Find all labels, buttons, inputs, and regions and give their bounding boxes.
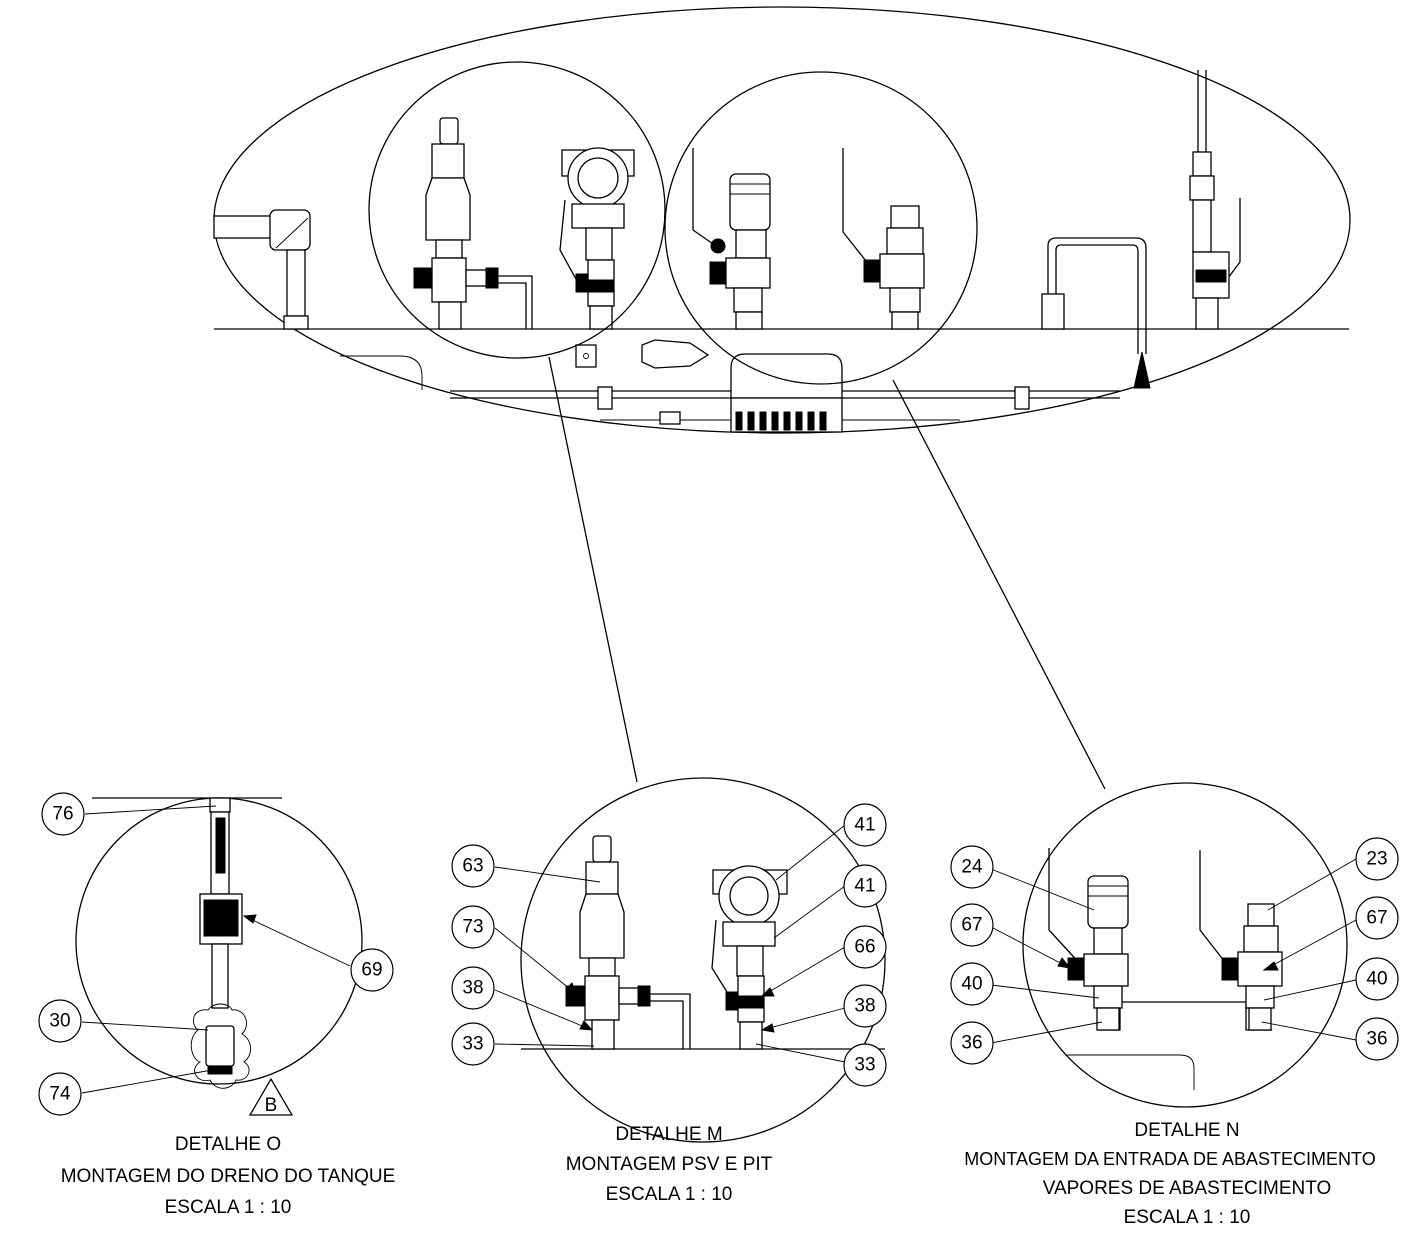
detail-o-subtitle: MONTAGEM DO DRENO DO TANQUE [61, 1166, 396, 1187]
revision-mark: B [265, 1095, 278, 1116]
detail-n-subtitle: MONTAGEM DA ENTRADA DE ABASTECIMENTO [964, 1149, 1375, 1169]
balloon-36-left: 36 [950, 1021, 994, 1065]
svg-text:73: 73 [462, 917, 483, 938]
balloon-69: 69 [350, 948, 394, 992]
caption-detail-o: DETALHE O MONTAGEM DO DRENO DO TANQUE ES… [61, 1134, 396, 1218]
detail-m-subtitle: MONTAGEM PSV E PIT [566, 1154, 773, 1175]
detail-n-view [1022, 782, 1348, 1108]
balloon-set: 76 69 30 74 63 73 38 33 41 41 66 38 33 2… [38, 792, 1399, 1116]
balloon-63: 63 [451, 844, 495, 888]
svg-text:41: 41 [854, 876, 875, 897]
balloon-36-right: 36 [1355, 1017, 1399, 1061]
balloon-41-top: 41 [843, 803, 887, 847]
detail-o-scale: ESCALA 1 : 10 [165, 1197, 292, 1218]
svg-text:23: 23 [1366, 849, 1387, 870]
fin-block [735, 411, 827, 431]
balloon-38-right: 38 [843, 984, 887, 1028]
svg-text:67: 67 [961, 915, 982, 936]
detail-o-title: DETALHE O [175, 1134, 281, 1155]
svg-text:76: 76 [52, 804, 73, 825]
balloon-24: 24 [950, 845, 994, 889]
balloon-leaders [81, 805, 1357, 1094]
detail-n-subtitle2: VAPORES DE ABASTECIMENTO [1043, 1178, 1332, 1199]
balloon-40-left: 40 [950, 962, 994, 1006]
svg-text:41: 41 [854, 815, 875, 836]
balloon-33-right: 33 [843, 1043, 887, 1087]
svg-text:66: 66 [854, 937, 875, 958]
balloon-33-left: 33 [451, 1022, 495, 1066]
detail-n-scale: ESCALA 1 : 10 [1124, 1207, 1251, 1228]
svg-text:38: 38 [462, 978, 483, 999]
svg-text:63: 63 [462, 856, 483, 877]
detail-m-scale: ESCALA 1 : 10 [606, 1184, 733, 1205]
svg-text:38: 38 [854, 996, 875, 1017]
detail-o-view: B [75, 797, 363, 1116]
balloon-30: 30 [38, 999, 82, 1043]
balloon-66: 66 [843, 925, 887, 969]
balloon-38-left: 38 [451, 966, 495, 1010]
svg-text:30: 30 [49, 1011, 70, 1032]
svg-text:67: 67 [1366, 908, 1387, 929]
svg-text:33: 33 [462, 1034, 483, 1055]
svg-text:36: 36 [961, 1033, 982, 1054]
svg-text:24: 24 [961, 857, 983, 878]
svg-text:69: 69 [361, 960, 382, 981]
detail-m-title: DETALHE M [615, 1124, 722, 1145]
balloon-74: 74 [38, 1072, 82, 1116]
caption-detail-m: DETALHE M MONTAGEM PSV E PIT ESCALA 1 : … [566, 1124, 773, 1205]
balloon-41-second: 41 [843, 864, 887, 908]
svg-text:36: 36 [1366, 1029, 1387, 1050]
svg-text:33: 33 [854, 1055, 875, 1076]
detail-m-view [520, 777, 886, 1143]
balloon-76: 76 [41, 792, 85, 836]
detail-n-title: DETALHE N [1134, 1120, 1239, 1141]
balloon-67-left: 67 [950, 903, 994, 947]
balloon-73: 73 [451, 905, 495, 949]
caption-detail-n: DETALHE N MONTAGEM DA ENTRADA DE ABASTEC… [964, 1120, 1375, 1228]
svg-text:40: 40 [961, 974, 982, 995]
overview-ellipse [213, 6, 1351, 790]
balloon-67-right: 67 [1355, 896, 1399, 940]
balloon-23: 23 [1355, 837, 1399, 881]
svg-text:40: 40 [1366, 969, 1387, 990]
balloon-40-right: 40 [1355, 957, 1399, 1001]
svg-text:74: 74 [49, 1084, 71, 1105]
